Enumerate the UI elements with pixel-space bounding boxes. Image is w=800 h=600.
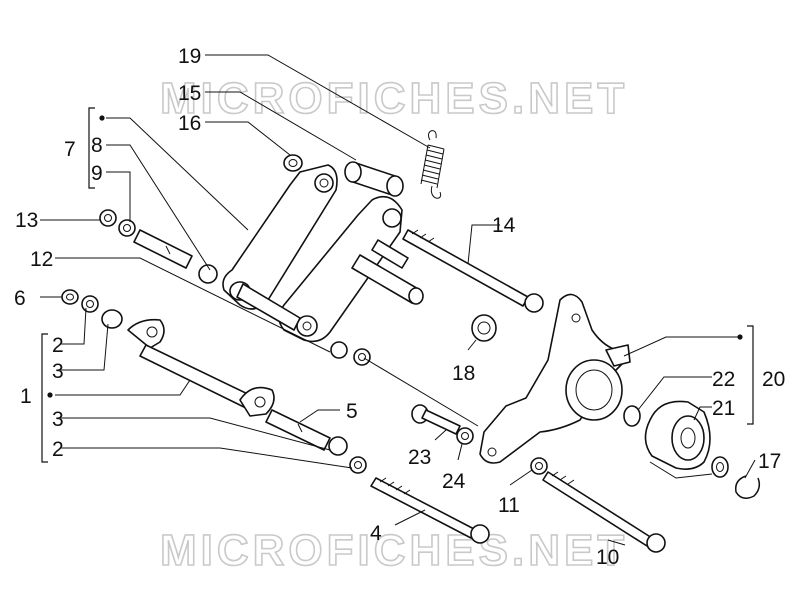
part-main-pin-1: [127, 318, 275, 417]
label-6: 6: [14, 287, 26, 310]
label-2-bottom: 2: [52, 438, 64, 461]
label-4: 4: [370, 522, 382, 545]
label-16: 16: [178, 112, 201, 135]
label-11: 11: [498, 494, 520, 517]
label-13: 13: [15, 209, 38, 232]
label-14: 14: [492, 214, 516, 237]
label-2-top: 2: [52, 334, 64, 357]
label-21: 21: [712, 397, 735, 420]
part-pin-12: [133, 229, 193, 269]
part-washer-2-top: [81, 295, 99, 313]
label-15: 15: [178, 82, 201, 105]
part-washer-21b: [711, 456, 729, 478]
group-brackets: [41, 107, 754, 463]
part-bearing-18: [471, 314, 497, 342]
label-3-top: 3: [52, 360, 64, 383]
label-22: 22: [712, 368, 735, 391]
part-bolt-14: [402, 229, 544, 313]
part-silentblock-21: [644, 400, 711, 470]
part-washer-22: [623, 405, 641, 427]
part-washer-24: [456, 427, 474, 445]
part-bush-lower: [330, 341, 371, 366]
part-bush-3-bottom: [328, 436, 348, 456]
leader-lines: [40, 54, 756, 546]
label-10: 10: [596, 546, 619, 569]
part-spring-19: [420, 130, 445, 199]
part-bolt-4: [370, 477, 490, 544]
part-washer-11: [530, 457, 548, 475]
part-circlip-17: [734, 475, 761, 499]
part-bush-3-top: [101, 309, 123, 329]
part-nut-16: [283, 154, 303, 172]
label-7: 7: [64, 138, 76, 161]
label-1: 1: [20, 385, 32, 408]
watermark-top: MICROFICHES.NET: [160, 74, 628, 123]
label-5: 5: [346, 400, 358, 423]
part-mount-bracket-20: [479, 293, 631, 464]
label-9: 9: [91, 162, 103, 185]
part-washer-13: [99, 209, 117, 227]
label-18: 18: [452, 362, 475, 385]
part-sleeve-15: [344, 161, 404, 197]
label-23: 23: [408, 446, 431, 469]
part-washer-2-bottom: [349, 456, 367, 474]
label-8: 8: [91, 134, 103, 157]
part-pin-5: [265, 409, 331, 451]
label-24: 24: [442, 470, 466, 493]
part-nut-6: [61, 289, 79, 305]
label-20: 20: [762, 368, 785, 391]
part-bush-9: [118, 219, 136, 237]
part-cross-shaft: [236, 239, 424, 331]
label-3-bottom: 3: [52, 408, 64, 431]
part-bolt-10: [542, 471, 666, 553]
watermark-bottom: MICROFICHES.NET: [160, 526, 628, 575]
callout-labels: 19 15 16 7 8 9 13 12 6 2 3 1 3 2 5 4 14 …: [14, 45, 785, 569]
label-12: 12: [30, 248, 53, 271]
label-17: 17: [758, 450, 781, 473]
label-19: 19: [178, 45, 201, 68]
part-bolt-23: [411, 404, 461, 435]
part-bush-8: [198, 264, 218, 284]
